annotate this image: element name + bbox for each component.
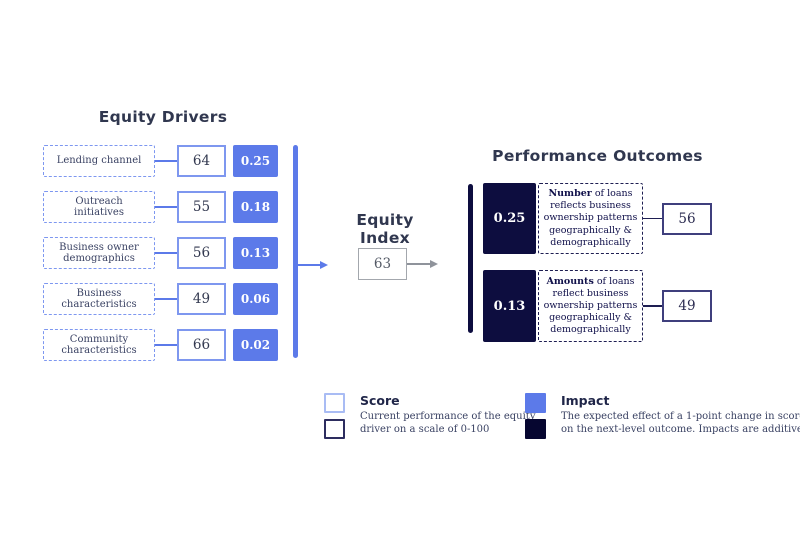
driver-row-community-characteristics: Community characteristics 66 0.02 bbox=[43, 329, 278, 361]
driver-score-value: 49 bbox=[177, 283, 226, 315]
impact-blue-swatch bbox=[525, 393, 546, 413]
legend-score: Score Current performance of the equity … bbox=[324, 393, 536, 439]
driver-row-business-owner-demographics: Business owner demographics 56 0.13 bbox=[43, 237, 278, 269]
driver-label: Community characteristics bbox=[43, 329, 155, 361]
legend-score-description: Current performance of the equity driver… bbox=[360, 411, 536, 435]
arrow-drivers-to-index bbox=[297, 261, 328, 269]
outcome-label-emphasis: Amounts bbox=[546, 275, 594, 287]
outcome-impact-value: 0.25 bbox=[483, 183, 536, 254]
legend-score-title: Score bbox=[360, 393, 400, 408]
outcome-label: Amounts of loans reflect business owners… bbox=[538, 270, 643, 342]
score-navy-swatch bbox=[324, 419, 345, 439]
outcomes-section-title: Performance Outcomes bbox=[492, 147, 703, 165]
driver-impact-value: 0.25 bbox=[233, 145, 278, 177]
driver-impact-value: 0.13 bbox=[233, 237, 278, 269]
driver-row-business-characteristics: Business characteristics 49 0.06 bbox=[43, 283, 278, 315]
driver-label: Lending channel bbox=[43, 145, 155, 177]
outcome-score-value: 56 bbox=[662, 202, 712, 235]
drivers-section-title: Equity Drivers bbox=[98, 108, 228, 126]
outcome-label-rest: of loans reflect business ownership patt… bbox=[543, 275, 638, 336]
driver-impact-value: 0.18 bbox=[233, 191, 278, 223]
score-light-blue-swatch bbox=[324, 393, 345, 413]
legend-impact-title: Impact bbox=[561, 393, 610, 408]
driver-score-value: 56 bbox=[177, 237, 226, 269]
driver-score-value: 64 bbox=[177, 145, 226, 177]
driver-label: Business characteristics bbox=[43, 283, 155, 315]
drivers-aggregation-bar bbox=[293, 145, 298, 358]
driver-score-value: 55 bbox=[177, 191, 226, 223]
equity-index-score-box: 63 bbox=[358, 248, 407, 280]
index-section-title: Equity Index bbox=[356, 211, 414, 247]
outcome-impact-value: 0.13 bbox=[483, 270, 536, 342]
outcome-row-number-of-loans: 0.25 Number of loans reflects business o… bbox=[483, 183, 712, 254]
driver-score-value: 66 bbox=[177, 329, 226, 361]
outcome-label-rest: of loans reflects business ownership pat… bbox=[543, 188, 638, 248]
connector-line bbox=[155, 344, 177, 346]
outcome-row-amounts-of-loans: 0.13 Amounts of loans reflect business o… bbox=[483, 270, 712, 342]
driver-label: Business owner demographics bbox=[43, 237, 155, 269]
connector-line bbox=[155, 206, 177, 208]
driver-row-lending-channel: Lending channel 64 0.25 bbox=[43, 145, 278, 177]
connector-line bbox=[643, 217, 662, 220]
equity-drivers-list: Lending channel 64 0.25 Outreach initiat… bbox=[43, 145, 278, 361]
driver-impact-value: 0.06 bbox=[233, 283, 278, 315]
impact-navy-swatch bbox=[525, 419, 546, 439]
driver-label: Outreach initiatives bbox=[43, 191, 155, 223]
outcome-label: Number of loans reflects business owners… bbox=[538, 183, 643, 254]
connector-line bbox=[155, 298, 177, 300]
legend-impact: Impact The expected effect of a 1-point … bbox=[525, 393, 800, 439]
arrow-index-to-outcomes bbox=[407, 260, 438, 268]
outcome-label-emphasis: Number bbox=[548, 188, 592, 200]
legend-impact-description: The expected effect of a 1-point change … bbox=[561, 411, 800, 435]
outcomes-aggregation-bar bbox=[468, 184, 473, 333]
connector-line bbox=[155, 252, 177, 254]
outcome-score-value: 49 bbox=[662, 290, 712, 322]
connector-line bbox=[643, 305, 662, 307]
connector-line bbox=[155, 160, 177, 162]
driver-impact-value: 0.02 bbox=[233, 329, 278, 361]
driver-row-outreach-initiatives: Outreach initiatives 55 0.18 bbox=[43, 191, 278, 223]
